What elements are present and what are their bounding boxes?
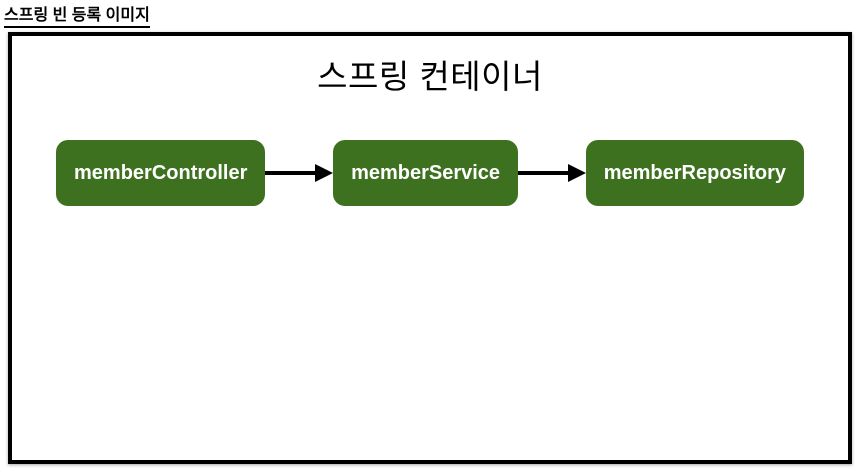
arrow-service-to-repository (518, 163, 586, 183)
arrow-shaft (518, 171, 568, 175)
bean-node-row: memberController memberService memberRep… (56, 140, 805, 206)
spring-container-title: 스프링 컨테이너 (317, 58, 543, 95)
node-member-controller: memberController (56, 140, 266, 206)
arrow-head-icon (315, 164, 334, 182)
arrow-head-icon (567, 164, 586, 182)
node-member-service: memberService (333, 140, 519, 206)
page-heading: 스프링 빈 등록 이미지 (4, 6, 150, 29)
spring-container-box: 스프링 컨테이너 memberController memberService … (8, 32, 852, 464)
arrow-shaft (265, 171, 316, 175)
node-member-repository: memberRepository (585, 140, 805, 206)
arrow-controller-to-service (265, 163, 334, 183)
